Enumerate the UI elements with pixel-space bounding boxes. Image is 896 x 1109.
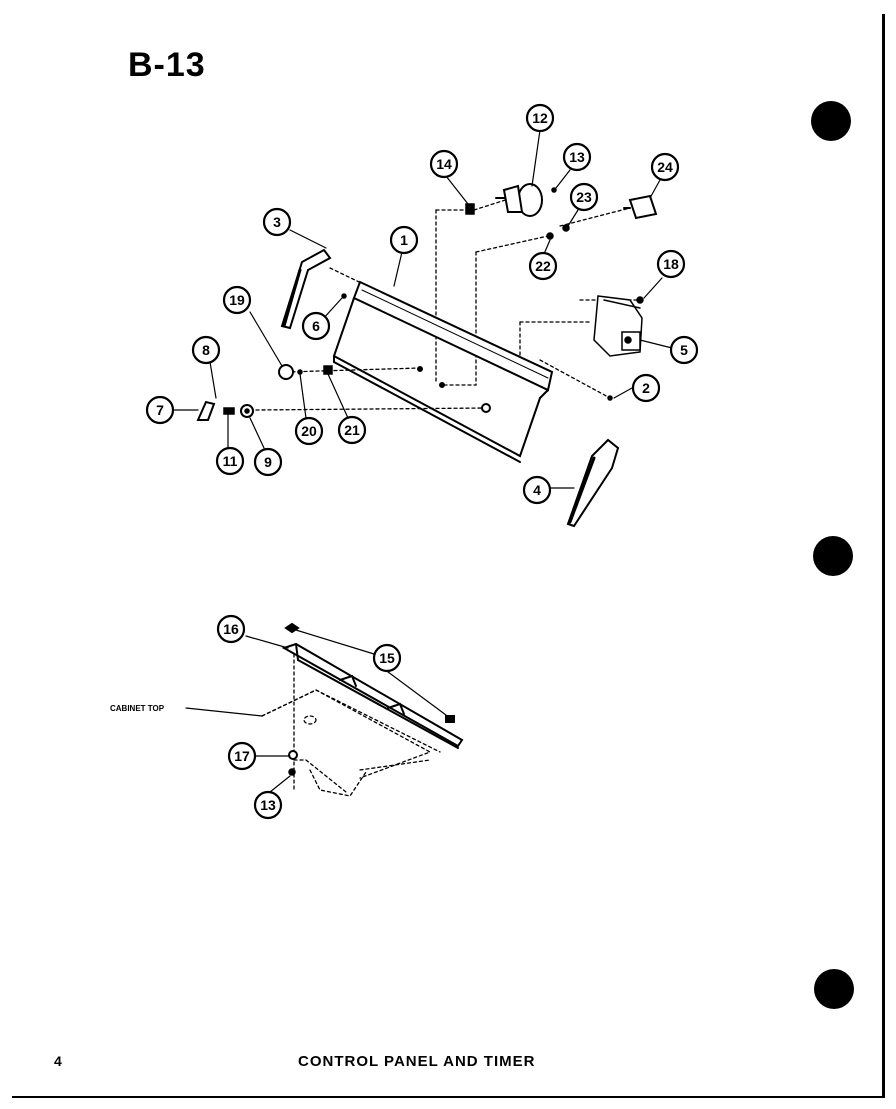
page-title: CONTROL PANEL AND TIMER (298, 1053, 536, 1070)
control-rail (281, 622, 464, 749)
callout-23: 23 (576, 189, 592, 205)
callout-17: 17 (234, 748, 250, 764)
page-number: 4 (54, 1053, 62, 1069)
callout-13: 13 (569, 149, 585, 165)
binder-hole (814, 969, 854, 1009)
callout-13: 13 (260, 797, 276, 813)
callout-21: 21 (344, 422, 360, 438)
callout-7: 7 (156, 402, 164, 418)
callout-4: 4 (533, 482, 541, 498)
callout-15: 15 (379, 650, 395, 666)
callout-circles (145, 103, 699, 820)
timer (593, 295, 643, 357)
leader-lines (173, 129, 673, 793)
callout-9: 9 (264, 454, 272, 470)
callout-22: 22 (535, 258, 551, 274)
callout-11: 11 (223, 453, 238, 469)
binder-hole (813, 536, 853, 576)
callout-24: 24 (657, 159, 673, 175)
callout-20: 20 (301, 423, 317, 439)
cabinet-top-label: CABINET TOP (110, 704, 165, 713)
switch (623, 194, 658, 220)
callout-8: 8 (202, 342, 210, 358)
knob (495, 183, 543, 217)
control-panel (332, 280, 554, 463)
callout-1: 1 (400, 232, 408, 248)
callout-2: 2 (642, 380, 650, 396)
page-code: B-13 (128, 46, 206, 84)
side-bracket-left (280, 248, 332, 330)
callout-18: 18 (663, 256, 679, 272)
callout-12: 12 (532, 110, 548, 126)
callout-6: 6 (312, 318, 320, 334)
callout-14: 14 (436, 156, 452, 172)
assembly-lines (255, 195, 639, 793)
cabinet-top (261, 689, 432, 797)
part-7 (196, 400, 216, 421)
callout-3: 3 (273, 214, 281, 230)
side-bracket-right (566, 438, 620, 528)
callout-5: 5 (680, 342, 688, 358)
callout-19: 19 (229, 292, 245, 308)
part-14 (465, 203, 475, 215)
page-frame (12, 14, 885, 1098)
callout-16: 16 (223, 621, 239, 637)
binder-hole (811, 101, 851, 141)
